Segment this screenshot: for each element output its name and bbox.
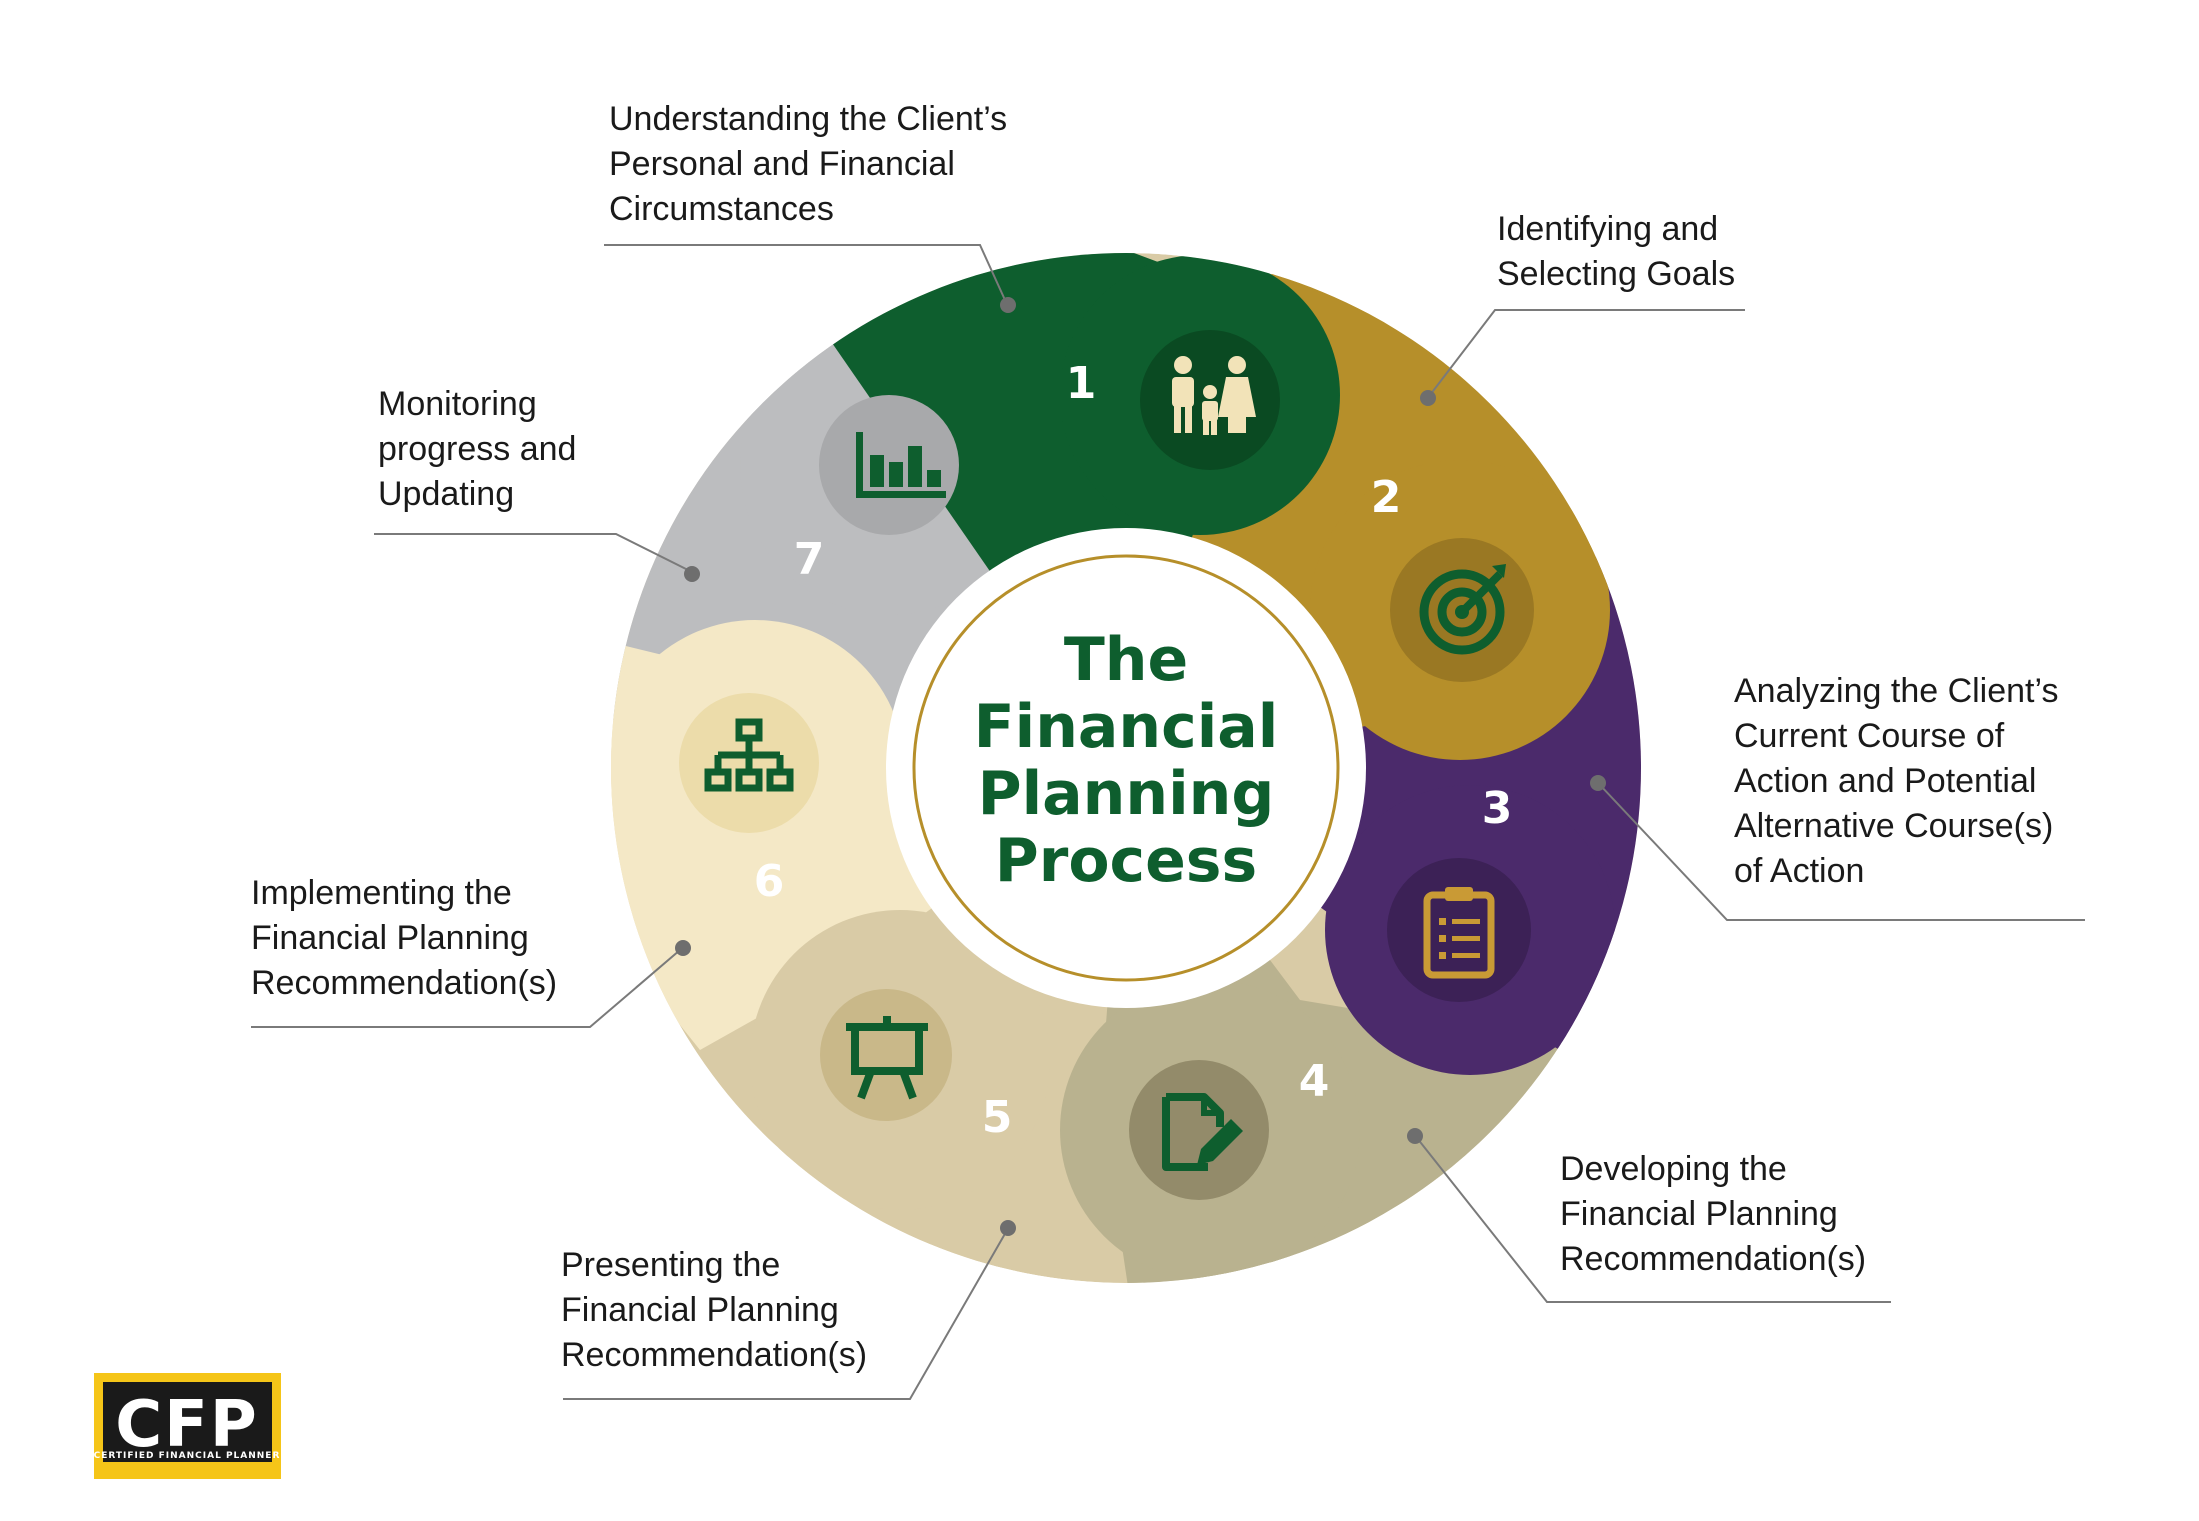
leader-step-1	[604, 244, 1016, 313]
presentation-easel-icon	[820, 989, 952, 1121]
label-step-7-line-2: progress and	[378, 430, 576, 468]
org-chart-icon	[679, 693, 819, 833]
label-step-3-line-3: Action and Potential	[1734, 762, 2036, 800]
step-number-6: 6	[754, 856, 785, 907]
cfp-logo: CFP CERTIFIED FINANCIAL PLANNER	[94, 1373, 281, 1479]
label-step-2: Identifying and Selecting Goals	[1497, 210, 1735, 293]
clipboard-icon	[1387, 858, 1531, 1002]
label-step-6-line-2: Financial Planning	[251, 919, 529, 957]
center-title-line-4: Process	[995, 826, 1257, 896]
label-step-4-line-1: Developing the	[1560, 1150, 1787, 1188]
label-step-1-line-2: Personal and Financial	[609, 145, 955, 183]
label-step-6-line-1: Implementing the	[251, 874, 512, 912]
label-step-7-line-1: Monitoring	[378, 385, 537, 423]
center-hub: The Financial Planning Process	[886, 528, 1366, 1008]
step-number-2: 2	[1371, 472, 1402, 523]
step-number-5: 5	[982, 1092, 1013, 1143]
label-step-5-line-1: Presenting the	[561, 1246, 780, 1284]
label-step-4: Developing the Financial Planning Recomm…	[1560, 1150, 1866, 1278]
label-step-5: Presenting the Financial Planning Recomm…	[561, 1246, 867, 1374]
label-step-6-line-3: Recommendation(s)	[251, 964, 557, 1002]
label-step-1-line-3: Circumstances	[609, 190, 834, 228]
label-step-3: Analyzing the Client’s Current Course of…	[1734, 672, 2058, 890]
label-step-7: Monitoring progress and Updating	[378, 385, 576, 513]
cfp-logo-text: CFP	[115, 1388, 259, 1462]
step-number-4: 4	[1299, 1056, 1330, 1107]
label-step-2-line-1: Identifying and	[1497, 210, 1718, 248]
label-step-1-line-1: Understanding the Client’s	[609, 100, 1007, 138]
label-step-7-line-3: Updating	[378, 475, 514, 513]
leader-step-4	[1407, 1128, 1891, 1303]
step-number-3: 3	[1482, 783, 1513, 834]
family-icon	[1140, 330, 1280, 470]
step-number-7: 7	[794, 534, 825, 585]
center-title-line-2: Financial	[974, 692, 1279, 762]
label-step-3-line-1: Analyzing the Client’s	[1734, 672, 2058, 710]
label-step-2-line-2: Selecting Goals	[1497, 255, 1735, 293]
label-step-5-line-2: Financial Planning	[561, 1291, 839, 1329]
label-step-6: Implementing the Financial Planning Reco…	[251, 874, 557, 1002]
label-step-4-line-2: Financial Planning	[1560, 1195, 1838, 1233]
bar-chart-icon	[819, 395, 959, 535]
cfp-logo-subtext: CERTIFIED FINANCIAL PLANNER	[94, 1451, 281, 1461]
leader-step-7	[374, 533, 700, 582]
leader-step-2	[1420, 309, 1745, 406]
edit-document-icon	[1129, 1060, 1269, 1200]
center-title-line-3: Planning	[978, 759, 1275, 829]
target-icon	[1390, 538, 1534, 682]
leader-step-6	[251, 940, 691, 1028]
step-number-1: 1	[1066, 358, 1097, 409]
label-step-5-line-3: Recommendation(s)	[561, 1336, 867, 1374]
center-title-line-1: The	[1064, 625, 1188, 695]
label-step-3-line-4: Alternative Course(s)	[1734, 807, 2053, 845]
leader-step-5	[563, 1220, 1016, 1400]
label-step-4-line-3: Recommendation(s)	[1560, 1240, 1866, 1278]
label-step-1: Understanding the Client’s Personal and …	[609, 100, 1007, 228]
leader-step-3	[1590, 775, 2085, 921]
label-step-3-line-2: Current Course of	[1734, 717, 2005, 755]
label-step-3-line-5: of Action	[1734, 852, 1864, 890]
